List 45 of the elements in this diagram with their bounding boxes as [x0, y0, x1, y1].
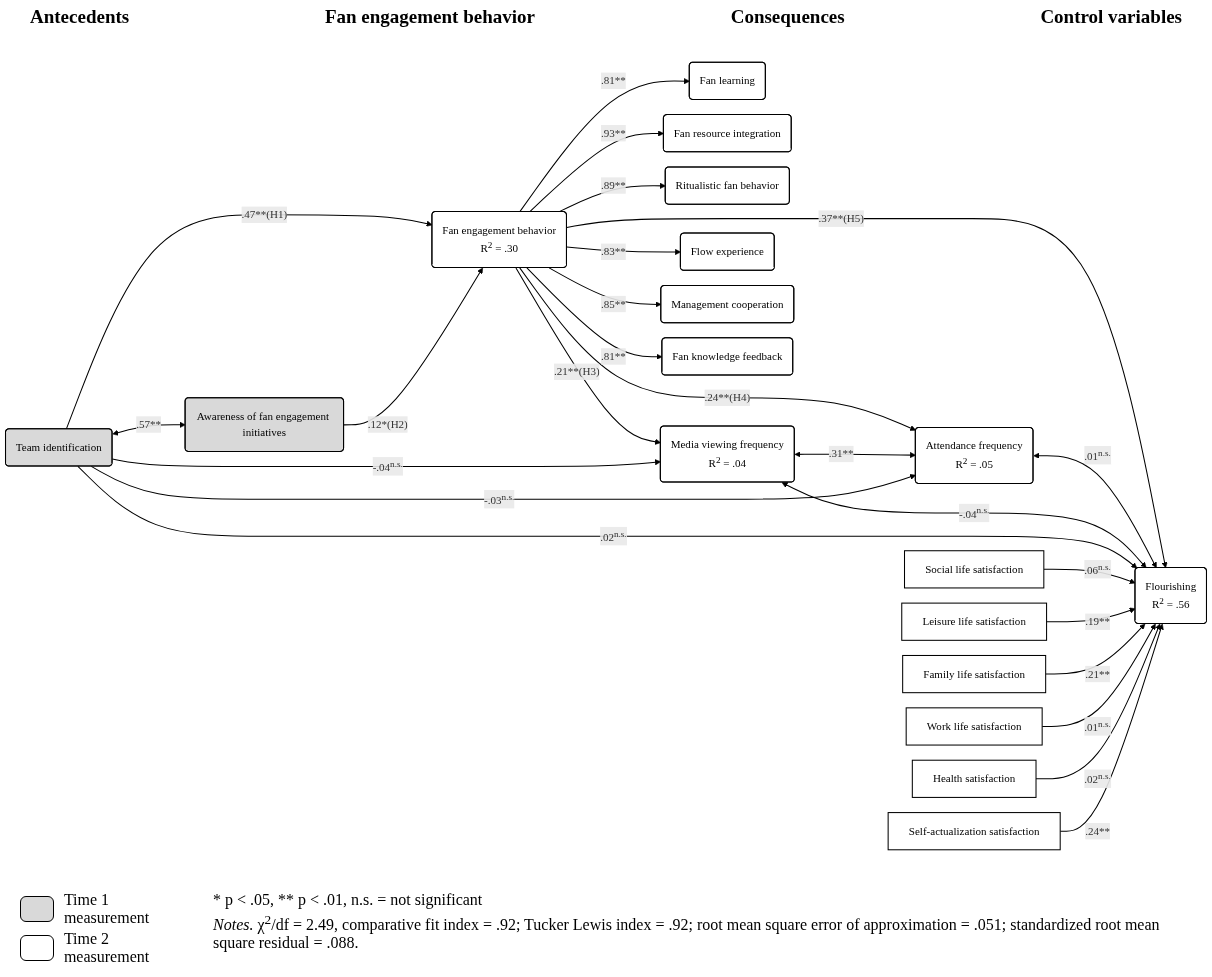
legend-text: Time 2 measurement	[63, 930, 151, 966]
arrow	[781, 482, 1147, 569]
edge-label: .19**	[1085, 615, 1110, 628]
edge-label: .01$^{n.s.}$	[1084, 447, 1111, 463]
section-heading: Control variables	[1040, 6, 1182, 28]
section-heading: Fan engagement behavior	[324, 6, 535, 28]
edge-label: .02$^{n.s.}$	[1084, 770, 1111, 786]
node-box	[901, 602, 1048, 641]
arrow	[90, 465, 916, 500]
edge-label: .31**	[828, 447, 854, 460]
note-text: Notes. χ$^{2}$/df = 2.49, comparative fit index = .92; Tucker Lewis index = .92; root mean square error of approximation = .051; standardized root mean square residual = .088.	[213, 912, 1161, 953]
section-heading: Consequences	[730, 6, 845, 28]
arrow	[1045, 623, 1146, 675]
edge-label: .21**(H3)	[554, 365, 600, 378]
node-box	[905, 707, 1043, 746]
path-diagram: .47**(H1) .57** .12*(H2) .81** .93** .89** .83** .85** .81** .21**(H3) .24**(H4) .37**(H5) .31** .01$^{n.s.}$ -.04$^{n.s.}$ -.04$^{n.s.}$ -.03$^{n.s.}$ .02$^{n.s.}$ .06$^{n.s.}$ .19** .21** .01$^{n.s.}$ .02$^{n.s.}$ .24** Team identification Awareness of fan engagement initiatives Fan learning Fan resource integration Ritualistic fan behavior Fan engagement behavior R$^{2}$ = .30 Media viewing frequency R$^{2}$ = .04 Attendance frequency R$^{2}$ = .05 Flow experience Management cooperation Fan knowledge feedback Flourishing R$^{2}$ = .56 Social life satisfaction Leisure life satisfaction Family life satisfaction Work life satisfaction Health satisfaction Self-actualization satisfaction	[0, 28, 1212, 884]
edge-label: .83**	[601, 245, 626, 258]
edge-label: .12*(H2)	[367, 418, 408, 431]
edge-label: .81**	[601, 74, 626, 87]
edge-label: .24**(H4)	[704, 391, 751, 404]
edge-label: .47**(H1)	[241, 208, 288, 221]
edge-label: -.04$^{n.s.}$	[372, 458, 403, 474]
note-text: * p < .05, ** p < .01, n.s. = not significant	[213, 891, 484, 909]
arrow	[77, 465, 1138, 569]
edge-label: .57**	[136, 418, 161, 431]
section-heading: Antecedents	[30, 6, 130, 28]
edge-label: -.04$^{n.s.}$	[959, 505, 990, 520]
arrow	[343, 267, 483, 426]
edge-label: .37**(H5)	[818, 212, 865, 225]
edge-label: .02$^{n.s.}$	[600, 528, 627, 543]
node-box	[904, 550, 1045, 589]
node-box	[911, 759, 1037, 798]
edge-label: -.03$^{n.s.}$	[484, 491, 515, 506]
edge-label: .06$^{n.s.}$	[1084, 561, 1111, 576]
node-box	[902, 654, 1047, 694]
edge-label: .21**	[1085, 667, 1110, 680]
edge-label: .85**	[601, 297, 626, 310]
edge-label: .93**	[601, 126, 626, 139]
arrow	[1033, 452, 1157, 569]
legend-text: Time 1 measurement	[63, 891, 151, 927]
edge-label: .81**	[601, 350, 626, 362]
edge-label: .01$^{n.s.}$	[1084, 718, 1111, 734]
edge-label: .24**	[1085, 824, 1110, 837]
node-box	[887, 812, 1061, 851]
edge-label: .89**	[601, 179, 626, 192]
